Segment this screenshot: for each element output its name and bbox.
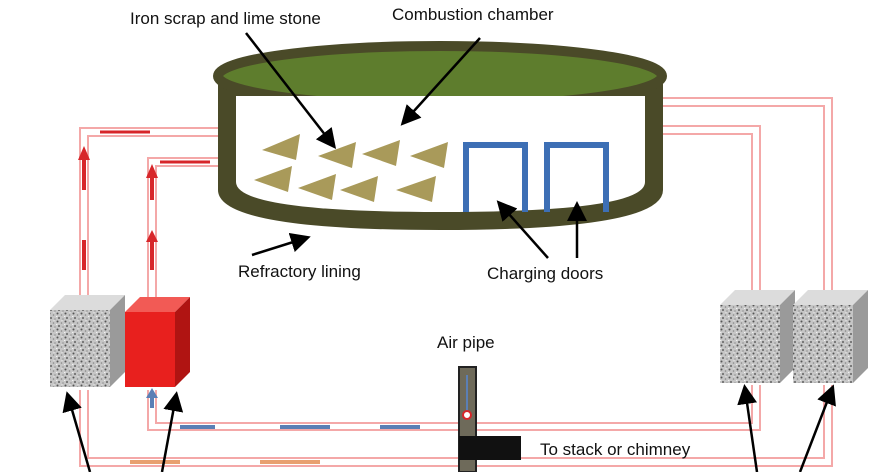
label-charging-doors: Charging doors (487, 264, 603, 283)
stack-outlet (459, 436, 521, 460)
flow-arrows (78, 130, 420, 464)
duct-right-outer (663, 97, 833, 295)
door-right (544, 142, 609, 212)
duct-left-inner (147, 157, 218, 300)
charging-doors (463, 142, 609, 212)
label-stack: To stack or chimney (540, 440, 691, 459)
air-pipe (458, 366, 521, 472)
furnace (213, 41, 667, 230)
heater-block (125, 312, 175, 387)
duct-bottom-inner (147, 385, 761, 431)
label-iron-scrap: Iron scrap and lime stone (130, 9, 321, 28)
label-combustion-chamber: Combustion chamber (392, 5, 554, 24)
charge-pieces (254, 134, 448, 202)
pointer-arrows (62, 32, 836, 472)
regenerator-left (50, 310, 110, 387)
label-refractory-lining: Refractory lining (238, 262, 361, 281)
duct-right-outer-2 (663, 105, 825, 295)
regenerator-right-1 (720, 305, 780, 383)
duct-right-inner (663, 125, 761, 295)
duct-bottom-outer-2 (87, 385, 825, 459)
duct-bottom-inner-2 (155, 385, 753, 424)
door-left (463, 142, 528, 212)
regenerators (50, 290, 868, 387)
duct-left-outer (79, 127, 218, 305)
duct-bottom-outer (79, 385, 833, 467)
duct-left-outer-inner (87, 135, 218, 305)
label-air-pipe: Air pipe (437, 333, 495, 352)
regenerator-right-2 (793, 305, 853, 383)
duct-right-inner-2 (663, 133, 753, 295)
heater-side (175, 297, 190, 387)
duct-left-inner-2 (155, 165, 218, 300)
heater-top (125, 297, 190, 312)
